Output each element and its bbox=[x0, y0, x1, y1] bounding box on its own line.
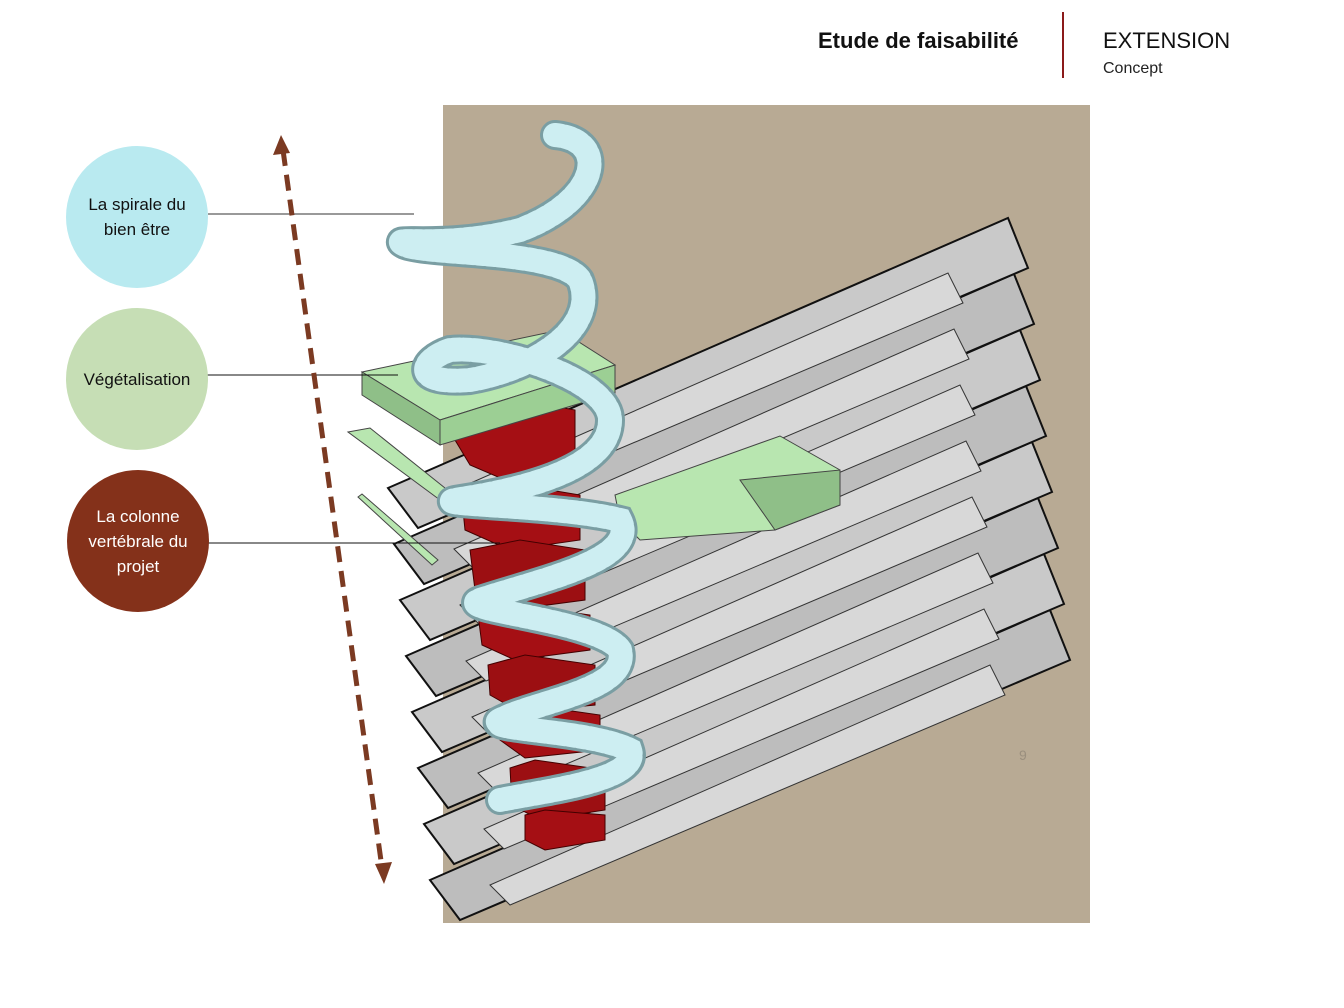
legend-vegetation-label: Végétalisation bbox=[83, 369, 191, 389]
legend-spine-label: La colonne vertébrale du projet bbox=[88, 506, 188, 576]
vertical-double-arrow bbox=[273, 135, 392, 884]
section-title: EXTENSION bbox=[1103, 28, 1231, 53]
section-subtitle: Concept bbox=[1103, 60, 1163, 77]
slide-title: Etude de faisabilité bbox=[818, 28, 1019, 53]
page-number: 9 bbox=[1019, 747, 1027, 763]
legend-spiral: La spirale du bien être bbox=[66, 146, 208, 288]
legend-vegetation: Végétalisation bbox=[66, 308, 208, 450]
floor-plan-detail bbox=[489, 664, 1006, 906]
header-divider bbox=[1062, 12, 1064, 78]
legend-spiral-label: La spirale du bien être bbox=[88, 195, 186, 239]
legend-spine: La colonne vertébrale du projet bbox=[67, 470, 209, 612]
